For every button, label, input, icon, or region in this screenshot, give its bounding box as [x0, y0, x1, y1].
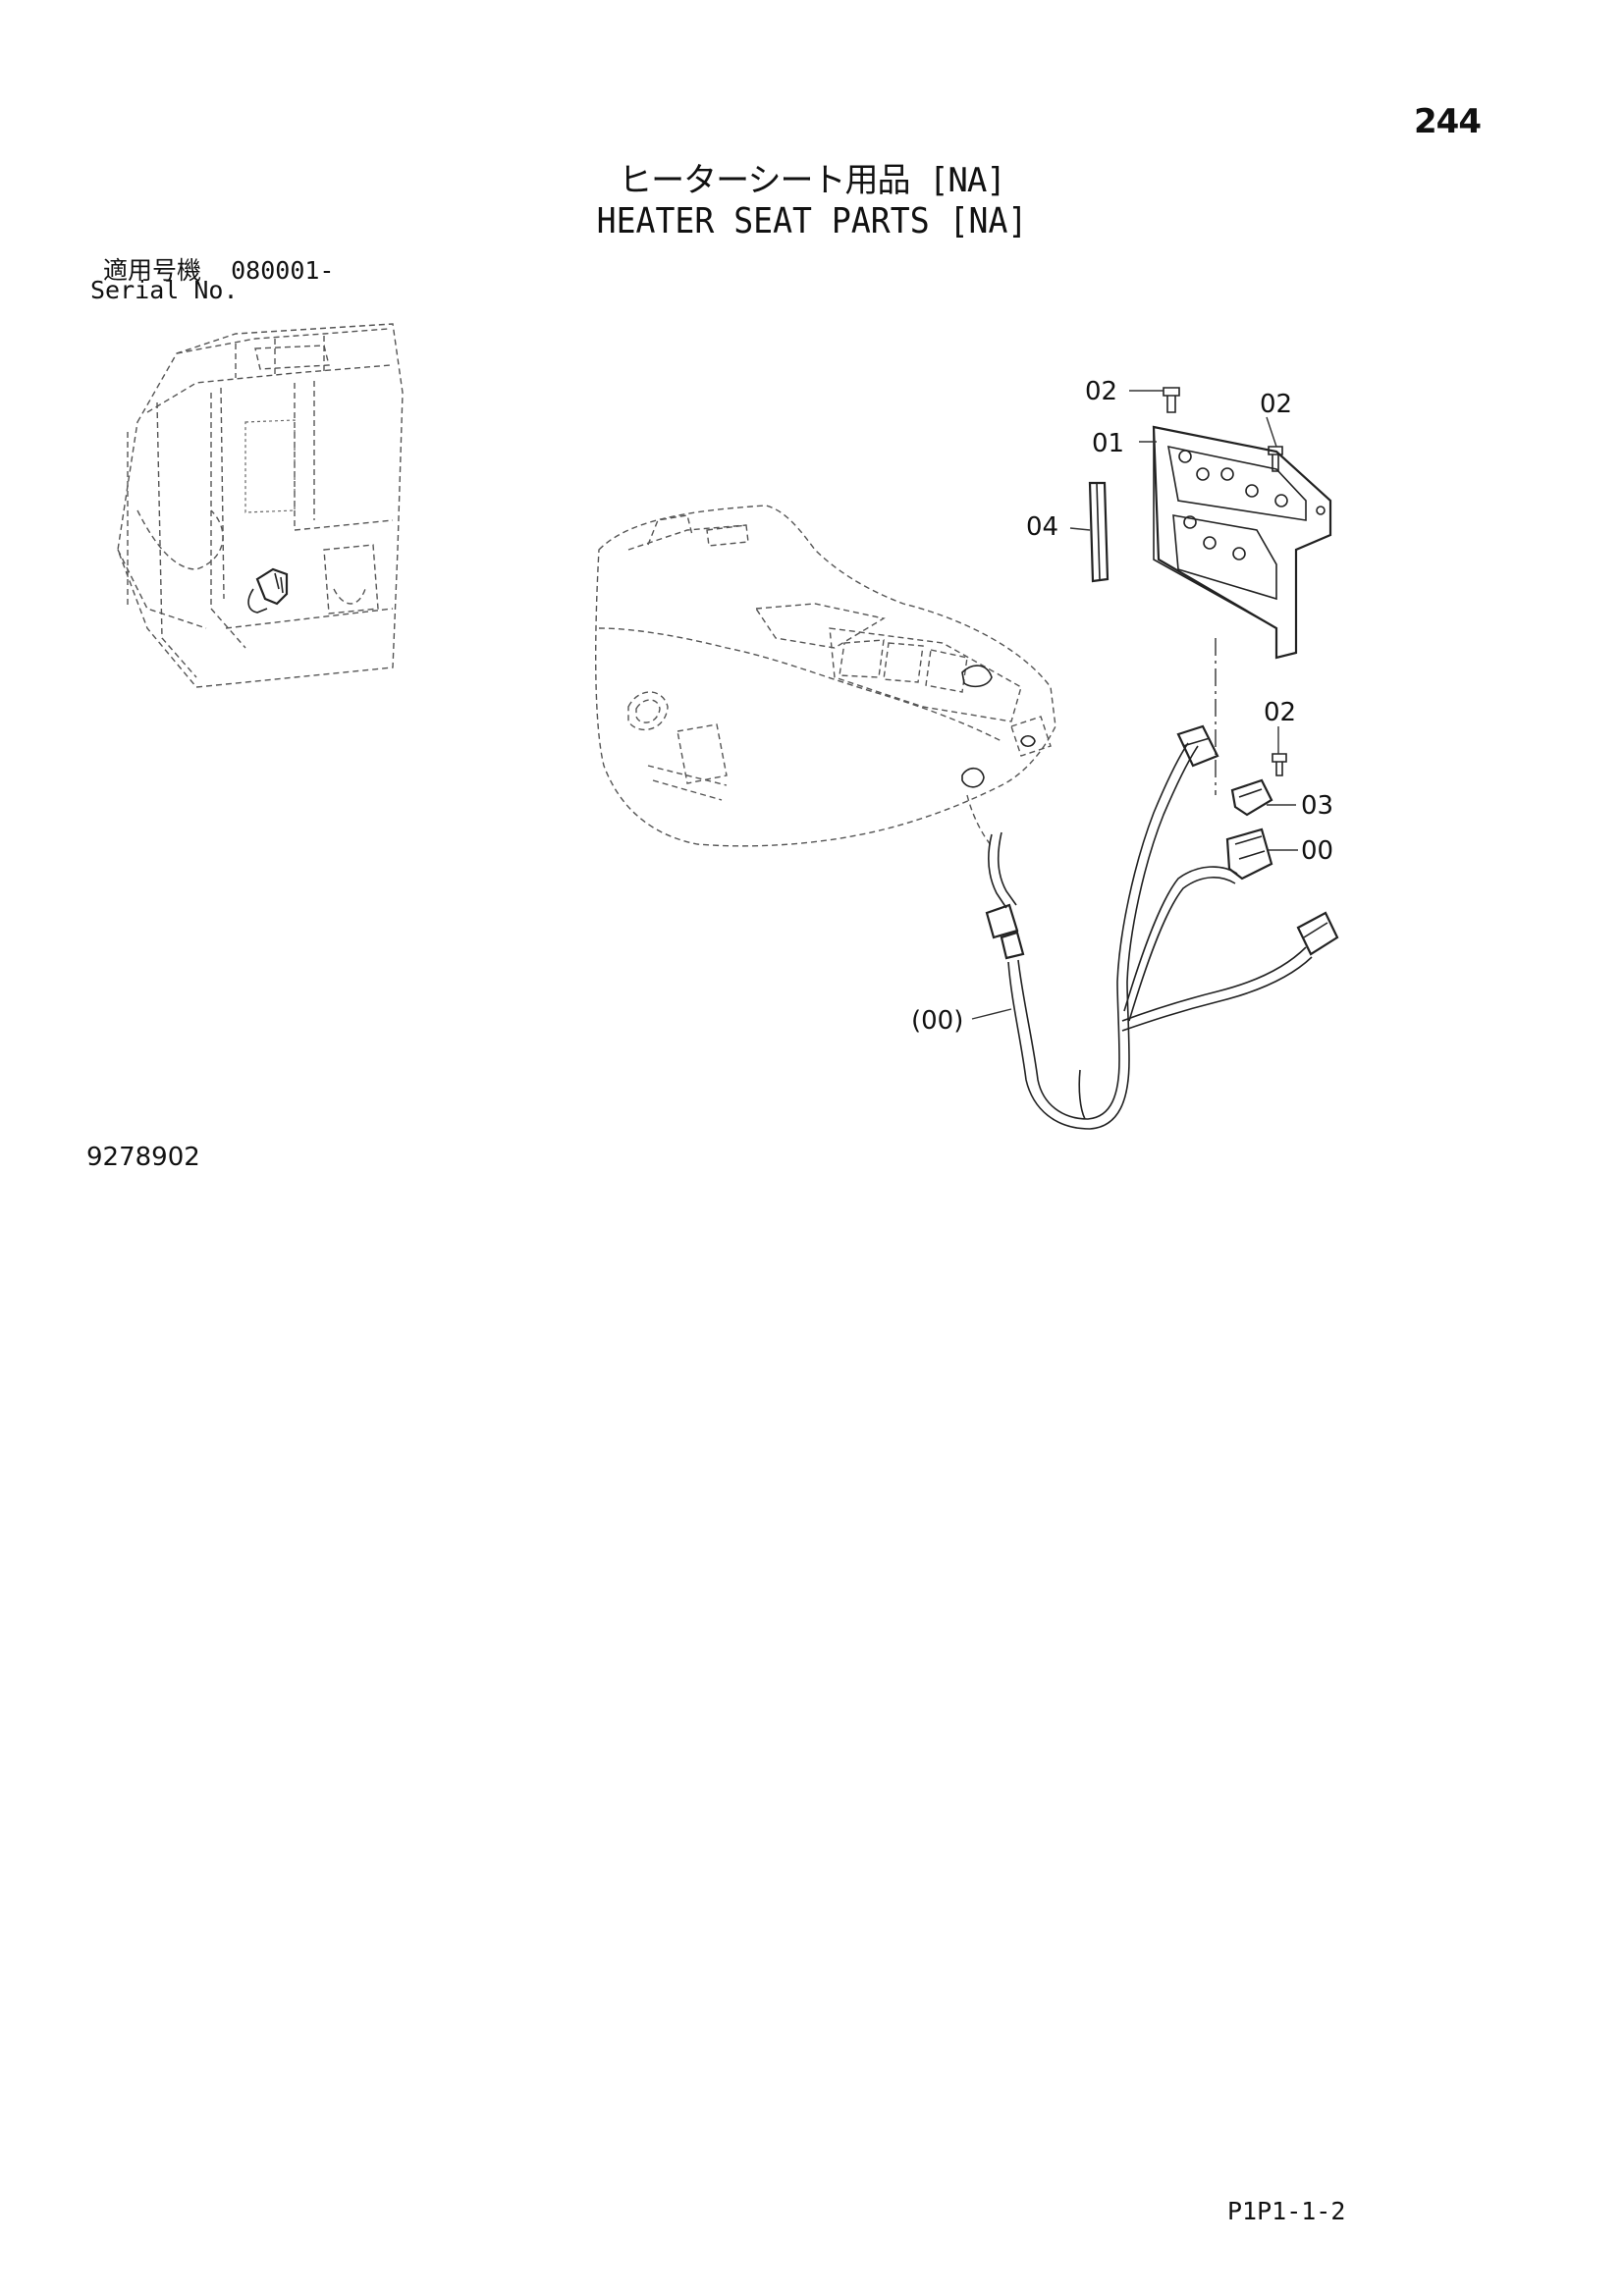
callout-00-parenthesized: (00) [911, 1006, 963, 1036]
page-code: P1P1-1-2 [1227, 2197, 1346, 2225]
title-english: HEATER SEAT PARTS [NA] [596, 201, 1028, 241]
callout-02-right: 02 [1260, 390, 1292, 419]
bolt-lower [1272, 753, 1287, 776]
serial-label-japanese: 適用号機 080001- [103, 251, 334, 287]
bolt-right [1268, 446, 1283, 472]
wire-harness [985, 724, 1339, 1130]
callout-03: 03 [1301, 791, 1333, 821]
callout-01: 01 [1092, 429, 1124, 458]
seat-console-illustration [595, 505, 1056, 847]
callout-02-top: 02 [1085, 377, 1117, 406]
title-japanese: ヒーターシート用品 [NA] [619, 161, 1006, 200]
mounting-clip [1230, 778, 1273, 817]
cab-overview-illustration [117, 323, 404, 688]
callout-02-lower: 02 [1264, 698, 1296, 727]
callout-00: 00 [1301, 836, 1333, 866]
serial-label-english: Serial No. [90, 276, 239, 304]
serial-label-jp-text: 適用号機 [103, 256, 202, 285]
relay-connector [1225, 828, 1273, 881]
bracket-plate [1152, 425, 1332, 660]
spacer-strip [1088, 481, 1110, 583]
bolt-top [1163, 387, 1180, 413]
callout-04: 04 [1026, 512, 1058, 542]
callout-leaders [971, 390, 1298, 1020]
serial-number-value: 080001- [231, 256, 335, 285]
page-number: 244 [1414, 102, 1482, 141]
figure-number: 9278902 [86, 1143, 200, 1172]
